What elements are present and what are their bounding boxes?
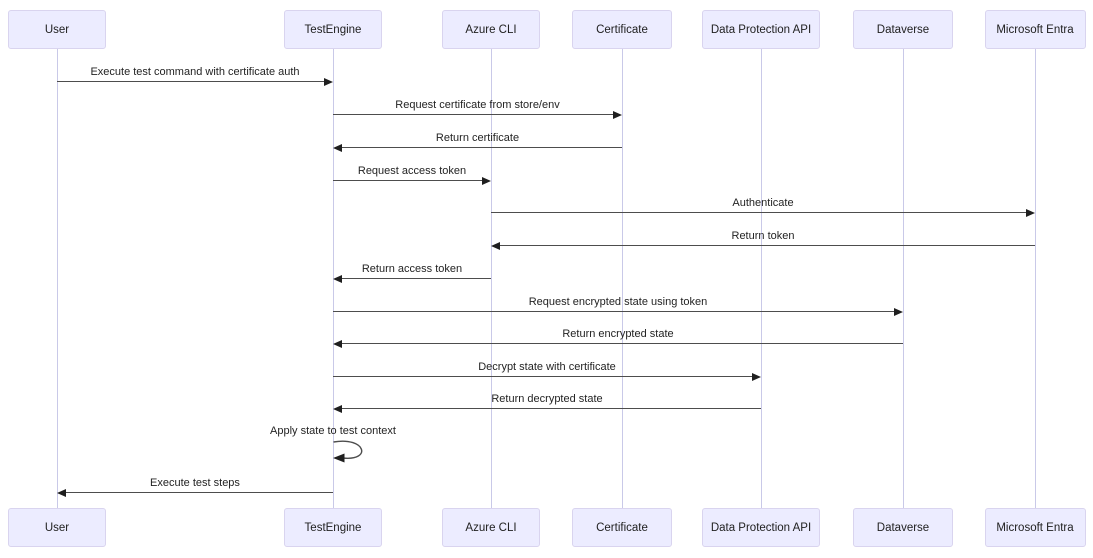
participant-label: Certificate [596,23,648,36]
participant-user-top: User [8,10,106,49]
participant-azurecli-bottom: Azure CLI [442,508,540,547]
message-line [342,408,761,409]
message-line [342,278,491,279]
arrowhead-left [333,339,342,348]
participant-dpapi-bottom: Data Protection API [702,508,820,547]
arrowhead-right [752,372,761,381]
participant-testengine-top: TestEngine [284,10,382,49]
participant-user-bottom: User [8,508,106,547]
message-label: Execute test command with certificate au… [90,66,300,78]
message-line [333,114,613,115]
participant-label: Microsoft Entra [996,23,1074,36]
arrowhead-left [333,274,342,283]
participant-label: Microsoft Entra [996,521,1074,534]
participant-label: User [44,23,70,36]
participant-entra-bottom: Microsoft Entra [984,508,1086,547]
arrowhead-left [333,143,342,152]
participant-label: Certificate [596,521,648,534]
participant-dataverse-bottom: Dataverse [853,508,953,547]
lifeline-entra [1034,49,1036,508]
message-line [342,343,903,344]
message-label: Request access token [357,165,467,177]
participant-label: Azure CLI [465,521,517,534]
lifeline-user [56,49,58,508]
participant-label: Dataverse [876,521,930,534]
lifeline-certificate [621,49,623,508]
message-line [342,147,622,148]
message-label: Request certificate from store/env [395,99,560,111]
arrowhead-right [894,307,903,316]
message-line [333,180,482,181]
message-label: Return access token [361,263,463,275]
participant-entra-top: Microsoft Entra [984,10,1086,49]
lifeline-azurecli [490,49,492,508]
message-line [491,212,1026,213]
self-loop-arrow [333,440,379,466]
participant-testengine-bottom: TestEngine [284,508,382,547]
lifeline-dataverse [902,49,904,508]
arrowhead-right [324,77,333,86]
message-line [333,376,752,377]
participant-certificate-top: Certificate [572,10,672,49]
message-line [57,81,324,82]
message-label: Request encrypted state using token [528,296,708,308]
message-line [500,245,1035,246]
participant-dataverse-top: Dataverse [853,10,953,49]
message-label: Return decrypted state [491,393,603,405]
message-label: Decrypt state with certificate [478,361,616,373]
arrowhead-left [491,241,500,250]
arrowhead-left [57,488,66,497]
lifeline-dpapi [760,49,762,508]
arrowhead-left [333,404,342,413]
message-label: Authenticate [732,197,794,209]
message-label: Return certificate [435,132,520,144]
arrowhead-right [613,110,622,119]
message-line [333,311,894,312]
participant-azurecli-top: Azure CLI [442,10,540,49]
message-label: Return encrypted state [562,328,674,340]
participant-label: TestEngine [304,23,362,36]
participant-dpapi-top: Data Protection API [702,10,820,49]
participant-certificate-bottom: Certificate [572,508,672,547]
participant-label: TestEngine [304,521,362,534]
participant-label: Dataverse [876,23,930,36]
message-line [66,492,333,493]
participant-label: Data Protection API [710,521,812,534]
arrowhead-right [1026,208,1035,217]
participant-label: User [44,521,70,534]
participant-label: Azure CLI [465,23,517,36]
participant-label: Data Protection API [710,23,812,36]
message-label: Execute test steps [150,477,240,489]
message-label: Return token [731,230,795,242]
message-label: Apply state to test context [270,425,396,437]
arrowhead-right [482,176,491,185]
